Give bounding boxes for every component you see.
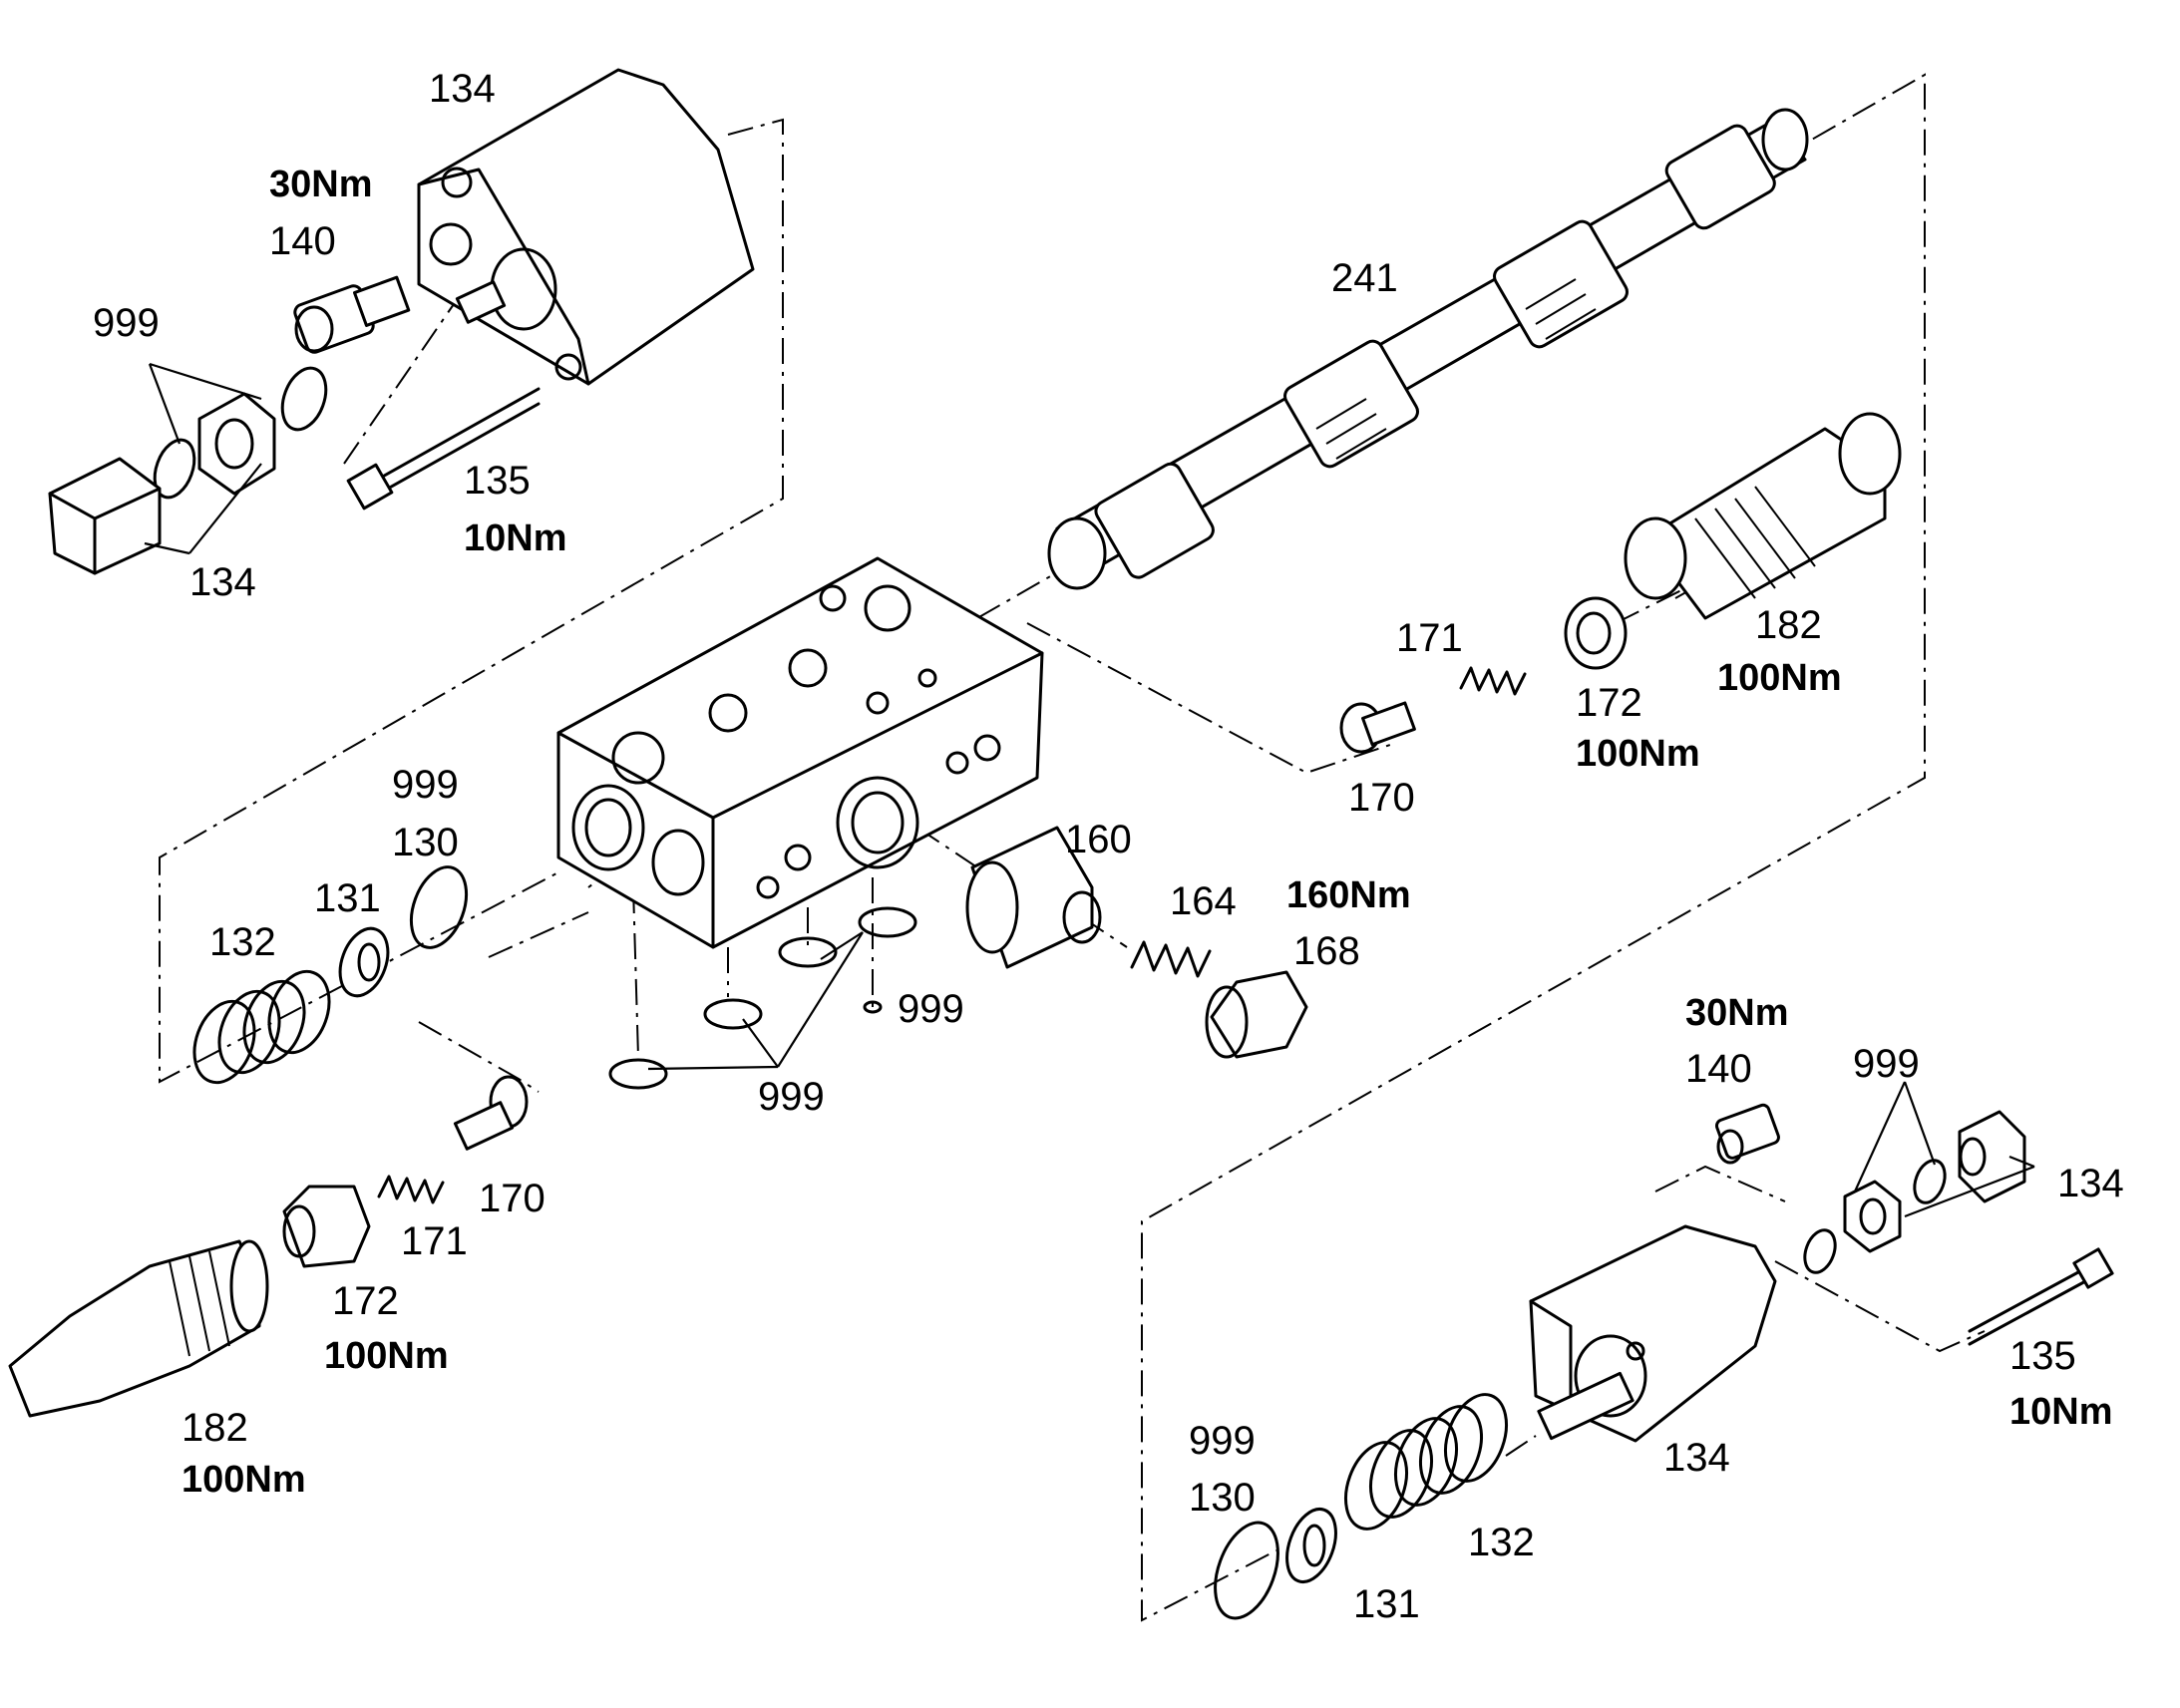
top-left-nut-134 [197,392,276,496]
label-999-small-oring: 999 [898,987,964,1031]
bottom-right-seal-999 [1803,1228,1837,1274]
bottom-left-spring-171 [377,1175,445,1204]
torque-100nm-172-bottom-left: 100Nm [324,1335,449,1377]
label-999-middle-upper: 999 [392,763,459,807]
right-spring-171 [1459,666,1527,696]
torque-30nm-bottom-right: 30Nm [1685,992,1789,1034]
label-170-right: 170 [1348,776,1415,820]
plug-168 [1205,970,1308,1059]
bottom-right-washer-999 [1913,1159,1947,1204]
top-left-cap-134 [48,457,162,575]
label-999-top-left: 999 [93,301,160,345]
spring-164 [1130,940,1212,978]
label-134-top-left: 134 [429,67,496,111]
ring-130 [409,865,469,949]
sleeve-160 [965,826,1102,969]
top-left-screw-135 [346,387,541,511]
label-170-bottom-left: 170 [479,1177,545,1220]
label-134-cap-top-left: 134 [189,560,256,604]
torque-30nm-top-left: 30Nm [269,164,373,205]
label-134-bottom-right-housing: 134 [1663,1436,1730,1480]
right-plug-172 [1564,596,1628,670]
torque-10nm-bottom-right: 10Nm [2009,1391,2113,1433]
spring-132 [192,969,331,1085]
label-241: 241 [1331,256,1398,300]
label-171-right: 171 [1396,616,1463,660]
top-left-seal-ring-999 [280,366,328,432]
top-left-cover-housing [417,68,755,386]
torque-160nm: 160Nm [1286,874,1411,916]
torque-10nm-top-left: 10Nm [464,517,567,559]
valve-block [556,556,1044,949]
label-182-bottom-left: 182 [182,1406,248,1450]
bottom-left-valve-cartridge-182 [8,1239,269,1418]
label-140-top-left: 140 [269,219,336,263]
label-168: 168 [1293,929,1360,973]
bottom-right-screw-135 [1968,1247,2114,1346]
label-131-middle: 131 [314,876,381,920]
label-999-orings: 999 [758,1075,825,1119]
label-999-bottom-right: 999 [1853,1042,1920,1086]
bottom-right-spring-132 [1344,1393,1508,1531]
o-rings-999 [608,906,917,1090]
label-134-bottom-right-cap: 134 [2057,1162,2124,1205]
bottom-right-fitting-140 [1714,1103,1780,1165]
label-160: 160 [1065,818,1132,861]
label-164: 164 [1170,879,1237,923]
label-131-bottom-right: 131 [1353,1582,1420,1626]
label-999-bottom-right-ring: 999 [1189,1419,1256,1463]
right-poppet-170 [1339,701,1416,754]
label-135-top-left: 135 [464,459,531,503]
bottom-left-poppet-170 [453,1075,529,1151]
label-132-middle: 132 [209,920,276,964]
bottom-right-nut-134 [1843,1180,1902,1253]
label-182-right: 182 [1755,603,1822,647]
torque-100nm-182-bottom-left: 100Nm [182,1459,306,1501]
label-140-bottom-right: 140 [1685,1047,1752,1091]
bottom-right-cap-134 [1958,1110,2026,1203]
label-130-bottom-right: 130 [1189,1476,1256,1520]
part-labels: 134 30Nm 140 999 135 10Nm 134 241 171 18… [93,67,2124,1626]
label-172-bottom-left: 172 [332,1279,399,1323]
top-left-washer-999 [153,438,196,500]
bottom-right-washer-131 [1285,1508,1337,1583]
label-172-right: 172 [1576,681,1642,725]
torque-100nm-172-right: 100Nm [1576,733,1700,775]
top-left-fitting-140 [293,275,411,354]
bottom-right-ring-130 [1214,1521,1279,1620]
washer-131 [338,926,390,998]
right-valve-cartridge-182 [1624,412,1902,620]
label-135-bottom-right: 135 [2009,1334,2076,1378]
label-132-bottom-right: 132 [1468,1521,1535,1564]
label-130-middle: 130 [392,821,459,864]
bottom-left-plug-172 [282,1185,371,1268]
leader-lines [144,362,2035,1218]
bottom-right-cover-housing [1529,1224,1777,1443]
spool-241 [1047,108,1809,590]
torque-100nm-182-right: 100Nm [1717,657,1842,699]
label-171-bottom-left: 171 [401,1219,468,1263]
